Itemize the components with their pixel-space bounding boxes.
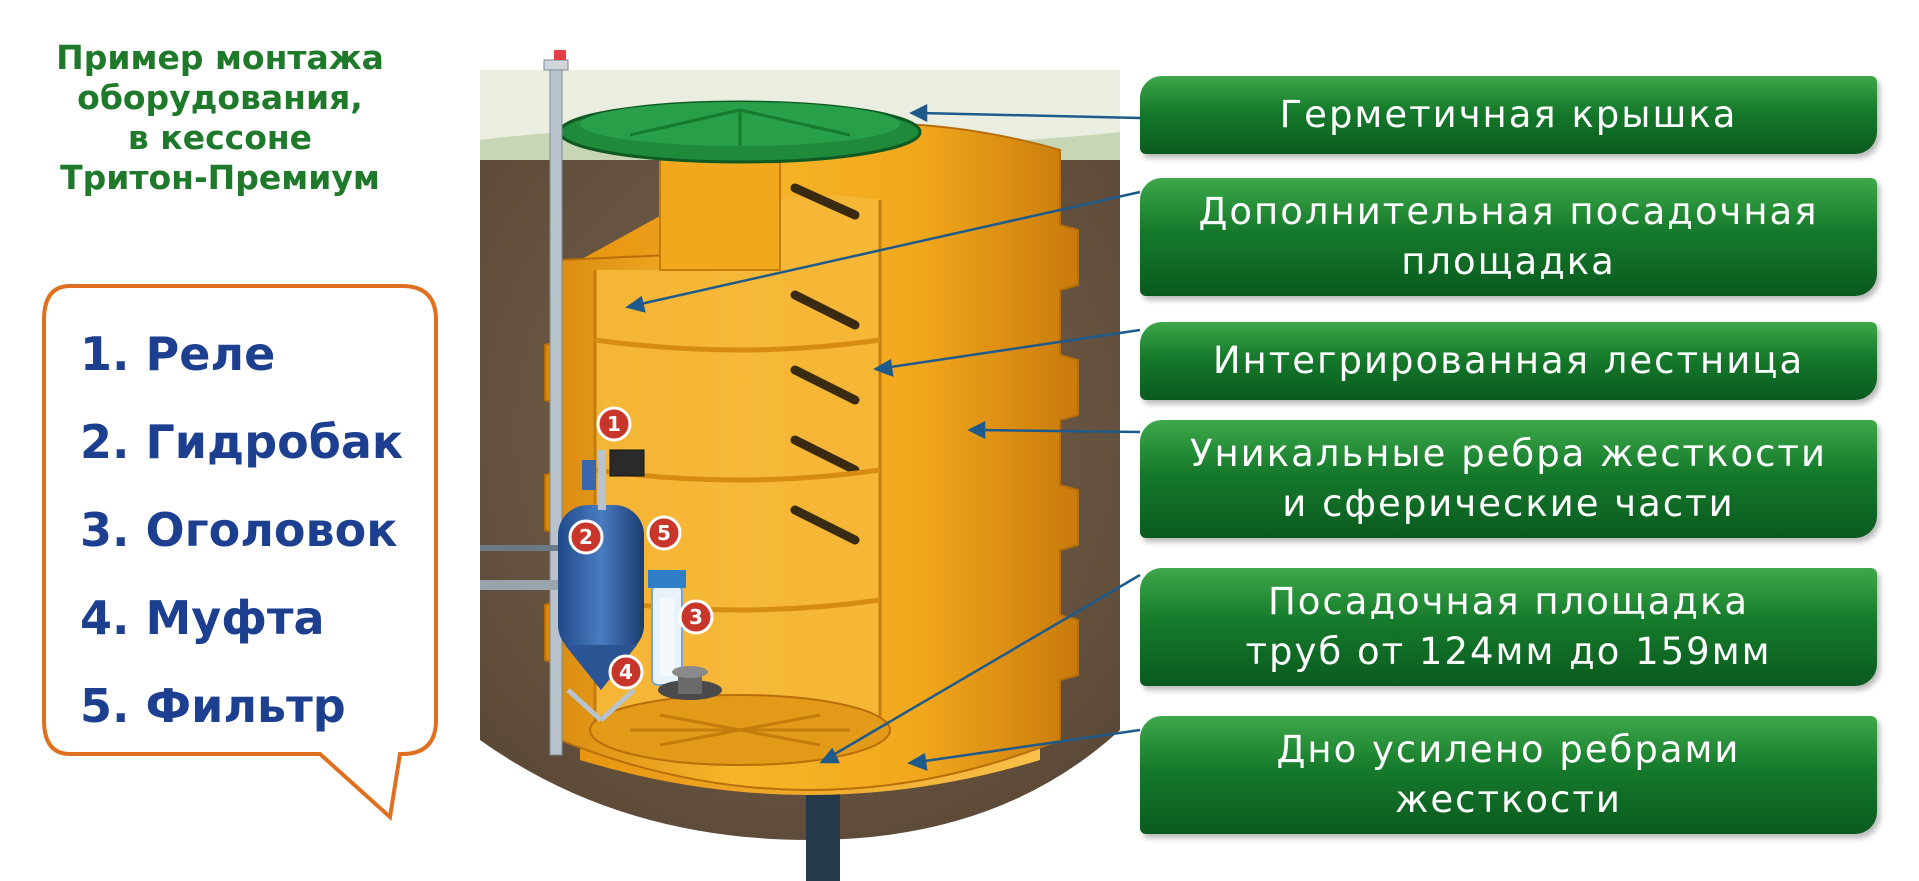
- callout-line: Дополнительная посадочная: [1198, 190, 1819, 233]
- callout-line: площадка: [1401, 240, 1616, 283]
- marker-3: 3: [678, 599, 714, 635]
- callout-sealed-lid: Герметичная крышка: [1140, 76, 1877, 154]
- callout-pipe-seat: Посадочная площадка труб от 124мм до 159…: [1140, 568, 1877, 686]
- callout-line: Уникальные ребра жесткости: [1189, 432, 1828, 475]
- callout-line: Дно усилено ребрами: [1276, 728, 1741, 771]
- filter: [648, 570, 686, 686]
- legend-list: 1. Реле 2. Гидробак 3. Оголовок 4. Муфта…: [80, 310, 403, 750]
- water-pipe: [549, 64, 563, 756]
- callout-integrated-ladder: Интегрированная лестница: [1140, 322, 1877, 400]
- marker-label: 3: [689, 605, 703, 629]
- legend-bubble-shape: [42, 284, 438, 821]
- caisson-illustration: 1 2 3 4 5: [480, 50, 1120, 881]
- legend-item-hydrotank: 2. Гидробак: [80, 415, 404, 469]
- side-entry-pipe: [480, 580, 575, 590]
- marker-label: 5: [657, 521, 671, 545]
- callout-stiffening-ribs: Уникальные ребра жесткости и сферические…: [1140, 420, 1877, 538]
- callout-line: Интегрированная лестница: [1212, 339, 1805, 382]
- callout-extra-landing: Дополнительная посадочная площадка: [1140, 178, 1877, 296]
- legend-item-well-head: 3. Оголовок: [80, 503, 398, 557]
- marker-4: 4: [608, 654, 644, 690]
- callout-line: Посадочная площадка: [1267, 580, 1750, 623]
- callout-line: труб от 124мм до 159мм: [1245, 630, 1772, 673]
- side-entry-pipe: [480, 545, 575, 551]
- legend-item-coupling: 4. Муфта: [80, 591, 325, 645]
- marker-label: 4: [619, 660, 633, 684]
- legend-item-filter: 5. Фильтр: [80, 679, 346, 733]
- well-head: [658, 666, 722, 700]
- callout-line: жесткости: [1395, 778, 1622, 821]
- title-line: Пример монтажа: [56, 38, 384, 77]
- diagram-title: Пример монтажа оборудования, в кессоне Т…: [20, 38, 420, 198]
- marker-1: 1: [596, 406, 632, 442]
- marker-5: 5: [646, 515, 682, 551]
- title-line: в кессоне: [127, 118, 313, 157]
- legend-box: 1. Реле 2. Гидробак 3. Оголовок 4. Муфта…: [40, 282, 440, 822]
- marker-label: 1: [607, 412, 621, 436]
- callout-line: и сферические части: [1282, 482, 1735, 525]
- legend-item-relay: 1. Реле: [80, 327, 276, 381]
- relay: [609, 449, 645, 477]
- marker-label: 2: [579, 525, 593, 549]
- marker-2: 2: [568, 519, 604, 555]
- callout-reinforced-bottom: Дно усилено ребрами жесткости: [1140, 716, 1877, 834]
- title-line: оборудования,: [77, 78, 363, 117]
- callout-line: Герметичная крышка: [1279, 93, 1738, 136]
- title-line: Тритон-Премиум: [60, 158, 380, 197]
